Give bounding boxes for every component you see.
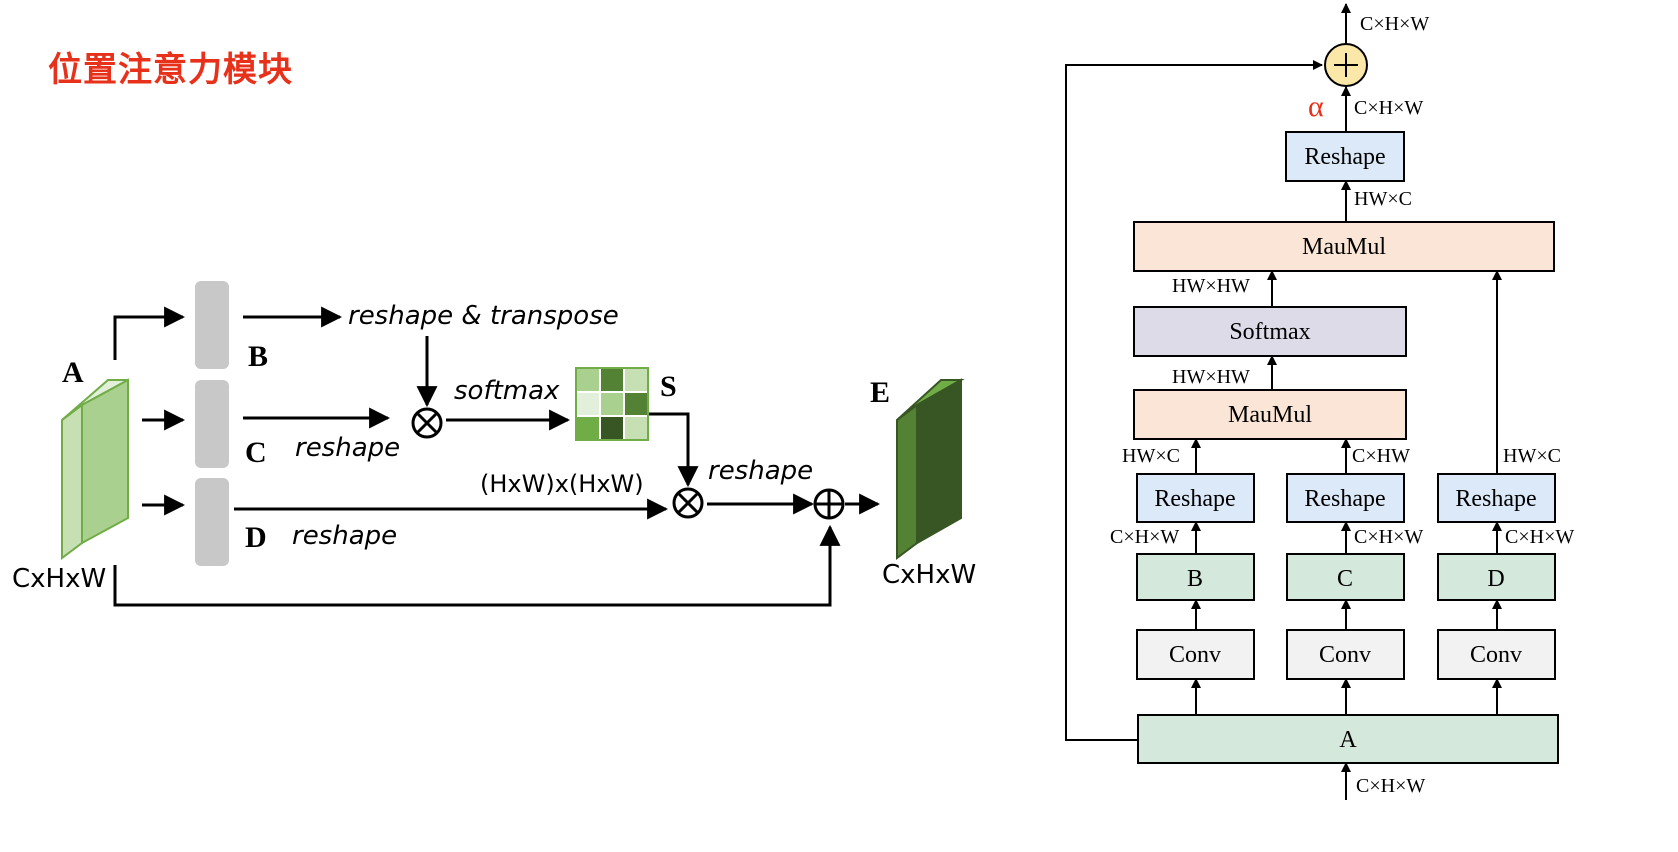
block-b xyxy=(1136,553,1255,601)
reshape-c-label: reshape xyxy=(295,433,400,463)
reshape-c-text: Reshape xyxy=(1304,486,1385,512)
position-attention-diagram: A CxHxW B C D reshape & transpose reshap… xyxy=(12,281,976,607)
conv-block-c xyxy=(195,380,229,468)
arrow-residual xyxy=(1065,60,1323,741)
maumul-mid-text: MauMul xyxy=(1228,402,1312,428)
output-dims-label: C×H×W xyxy=(1360,13,1429,35)
label-a: A xyxy=(62,356,84,389)
block-d xyxy=(1437,553,1556,601)
label-d: D xyxy=(245,521,267,554)
alpha-label: α xyxy=(1308,90,1324,123)
conv-c-box xyxy=(1286,629,1405,680)
label-e: E xyxy=(870,376,890,409)
block-a-text: A xyxy=(1339,727,1357,753)
softmax-box xyxy=(1133,306,1407,357)
maumul-top-box xyxy=(1133,221,1555,272)
reshape-d-box xyxy=(1437,473,1556,523)
add-op xyxy=(813,488,845,520)
arrow-skip-connection xyxy=(113,524,841,607)
softmax-text: Softmax xyxy=(1229,319,1310,345)
reshape-d-label: reshape xyxy=(292,521,397,551)
attention-dims: (HxW)x(HxW) xyxy=(480,470,644,498)
input-feature-map-a xyxy=(61,378,129,560)
conv-d-box xyxy=(1437,629,1556,680)
maumul-mid-box xyxy=(1133,389,1407,440)
chw-b-label: C×H×W xyxy=(1110,526,1179,548)
block-c xyxy=(1286,553,1405,601)
reshape-b-box xyxy=(1136,473,1255,523)
softmax-label: softmax xyxy=(454,376,560,406)
reshape-b-text: Reshape xyxy=(1154,486,1235,512)
block-d-text: D xyxy=(1487,566,1504,592)
conv-b-box xyxy=(1136,629,1255,680)
block-c-text: C xyxy=(1337,566,1353,592)
conv-b-text: Conv xyxy=(1169,642,1221,668)
multiply-op-2 xyxy=(672,487,704,519)
block-a xyxy=(1137,714,1559,764)
reshape-transpose-label: reshape & transpose xyxy=(348,301,619,331)
reshape-d-text: Reshape xyxy=(1455,486,1536,512)
hwc-d-label: HW×C xyxy=(1503,445,1561,467)
slide-title: 位置注意力模块 xyxy=(48,50,293,90)
chw-c-label: C×HW xyxy=(1352,445,1410,467)
conv-block-d xyxy=(195,478,229,566)
output-feature-map-e xyxy=(896,378,965,560)
hwhw-label-1: HW×HW xyxy=(1172,275,1250,297)
chw-c2-label: C×H×W xyxy=(1354,526,1423,548)
conv-c-text: Conv xyxy=(1319,642,1371,668)
multiply-op-1 xyxy=(411,407,443,439)
hwhw-label-2: HW×HW xyxy=(1172,366,1250,388)
input-dims: CxHxW xyxy=(12,564,106,594)
label-c: C xyxy=(245,436,267,469)
danet-flowchart: C×H×W α C×H×W Reshape HW×C MauMul HW×HW … xyxy=(1065,3,1574,800)
hwc-top-label: HW×C xyxy=(1354,188,1412,210)
output-dims: CxHxW xyxy=(882,560,976,590)
arrow-a-to-b xyxy=(113,306,186,360)
maumul-top-text: MauMul xyxy=(1302,234,1386,260)
label-b: B xyxy=(248,340,268,373)
hwc-b-label: HW×C xyxy=(1122,445,1180,467)
reshape-c-box xyxy=(1286,473,1405,523)
conv-block-b xyxy=(195,281,229,369)
input-dims-label: C×H×W xyxy=(1356,775,1425,797)
alpha-dims-label: C×H×W xyxy=(1354,97,1423,119)
reshape-top-box xyxy=(1285,131,1405,182)
block-b-text: B xyxy=(1187,566,1203,592)
chw-d-label: C×H×W xyxy=(1505,526,1574,548)
reshape-top-text: Reshape xyxy=(1304,144,1385,170)
label-s: S xyxy=(660,370,677,403)
arrow-s-to-mul xyxy=(648,412,699,488)
conv-d-text: Conv xyxy=(1470,642,1522,668)
attention-matrix-s xyxy=(575,367,649,441)
reshape-out-label: reshape xyxy=(708,456,813,486)
